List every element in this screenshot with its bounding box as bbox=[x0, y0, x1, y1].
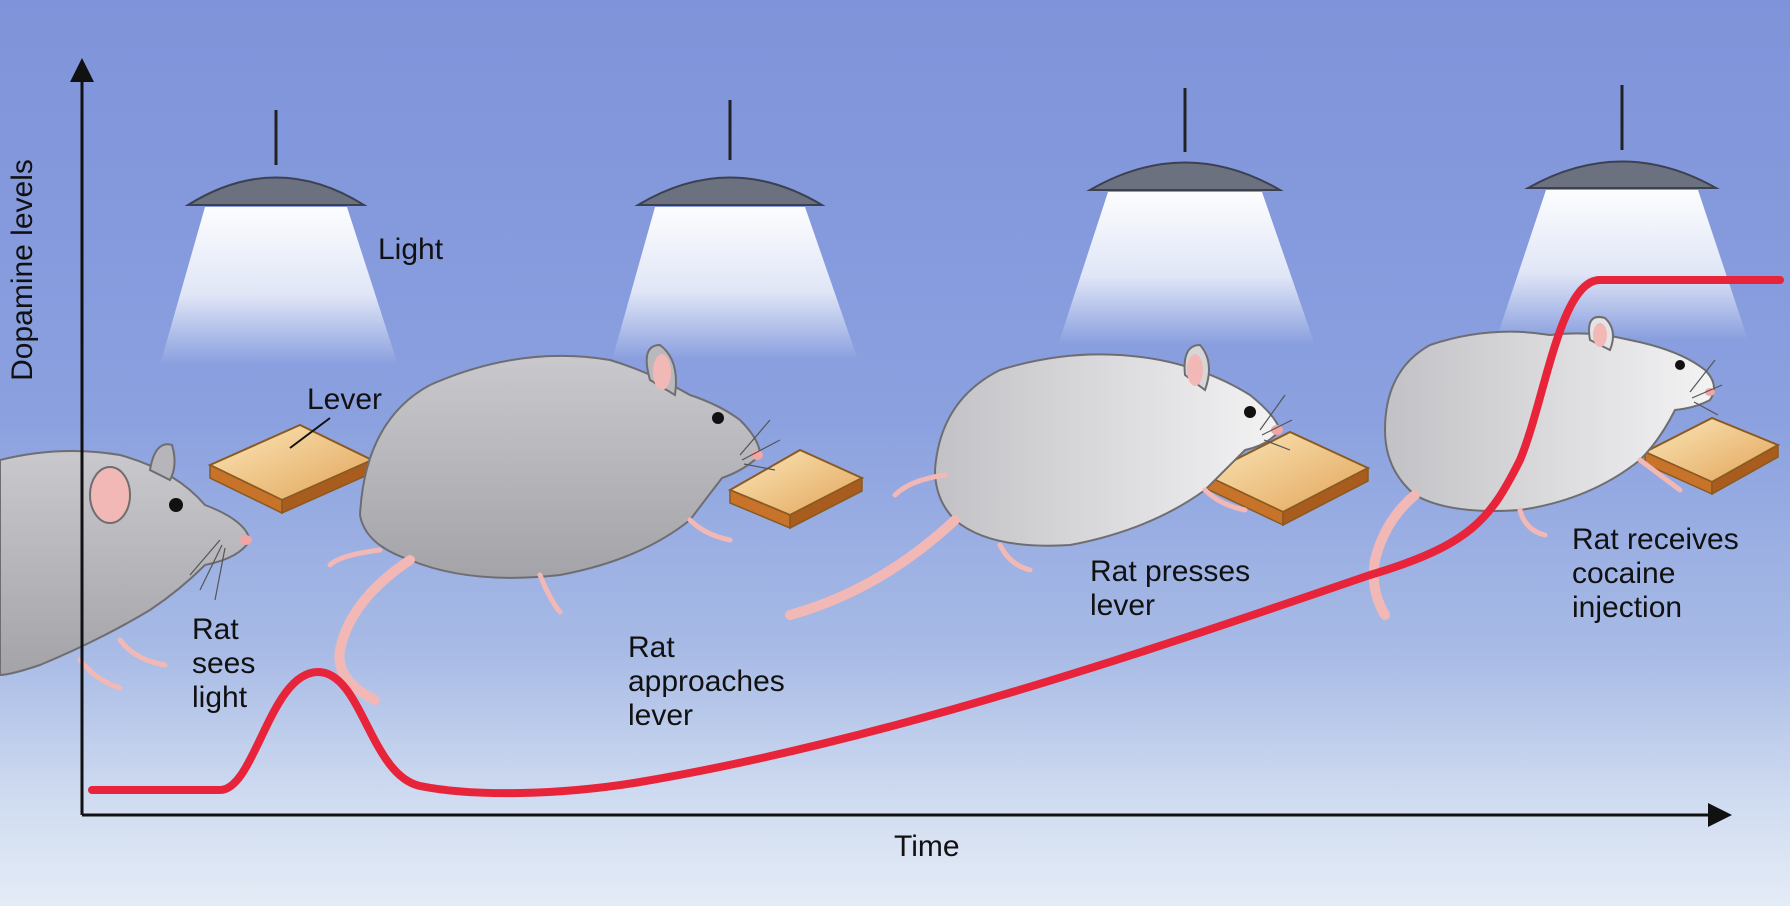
lamp-icon bbox=[612, 100, 858, 360]
stage-line: lever bbox=[628, 699, 785, 733]
stage-presses-lever-label: Rat presses lever bbox=[1090, 555, 1250, 623]
stage-line: Rat receives bbox=[1572, 523, 1739, 557]
x-axis-label: Time bbox=[894, 830, 960, 864]
stage-line: approaches bbox=[628, 665, 785, 699]
stage-line: Rat bbox=[628, 631, 785, 665]
stage-line: lever bbox=[1090, 589, 1250, 623]
stage-approaches-lever-label: Rat approaches lever bbox=[628, 631, 785, 733]
lamp-icon bbox=[1058, 88, 1315, 345]
lever-icon bbox=[210, 425, 372, 513]
stage-receives-injection-label: Rat receives cocaine injection bbox=[1572, 523, 1739, 625]
stage-line: cocaine bbox=[1572, 557, 1739, 591]
lamp-icon bbox=[1496, 85, 1748, 340]
stage-line: injection bbox=[1572, 591, 1739, 625]
light-label: Light bbox=[378, 233, 443, 267]
stage-line: light bbox=[192, 681, 255, 715]
stage-line: sees bbox=[192, 647, 255, 681]
stage-sees-light-label: Rat sees light bbox=[192, 613, 255, 715]
y-axis-label: Dopamine levels bbox=[6, 120, 40, 420]
stage-line: Rat presses bbox=[1090, 555, 1250, 589]
lamp-icon bbox=[160, 110, 398, 365]
stage-line: Rat bbox=[192, 613, 255, 647]
lever-label: Lever bbox=[307, 383, 382, 417]
